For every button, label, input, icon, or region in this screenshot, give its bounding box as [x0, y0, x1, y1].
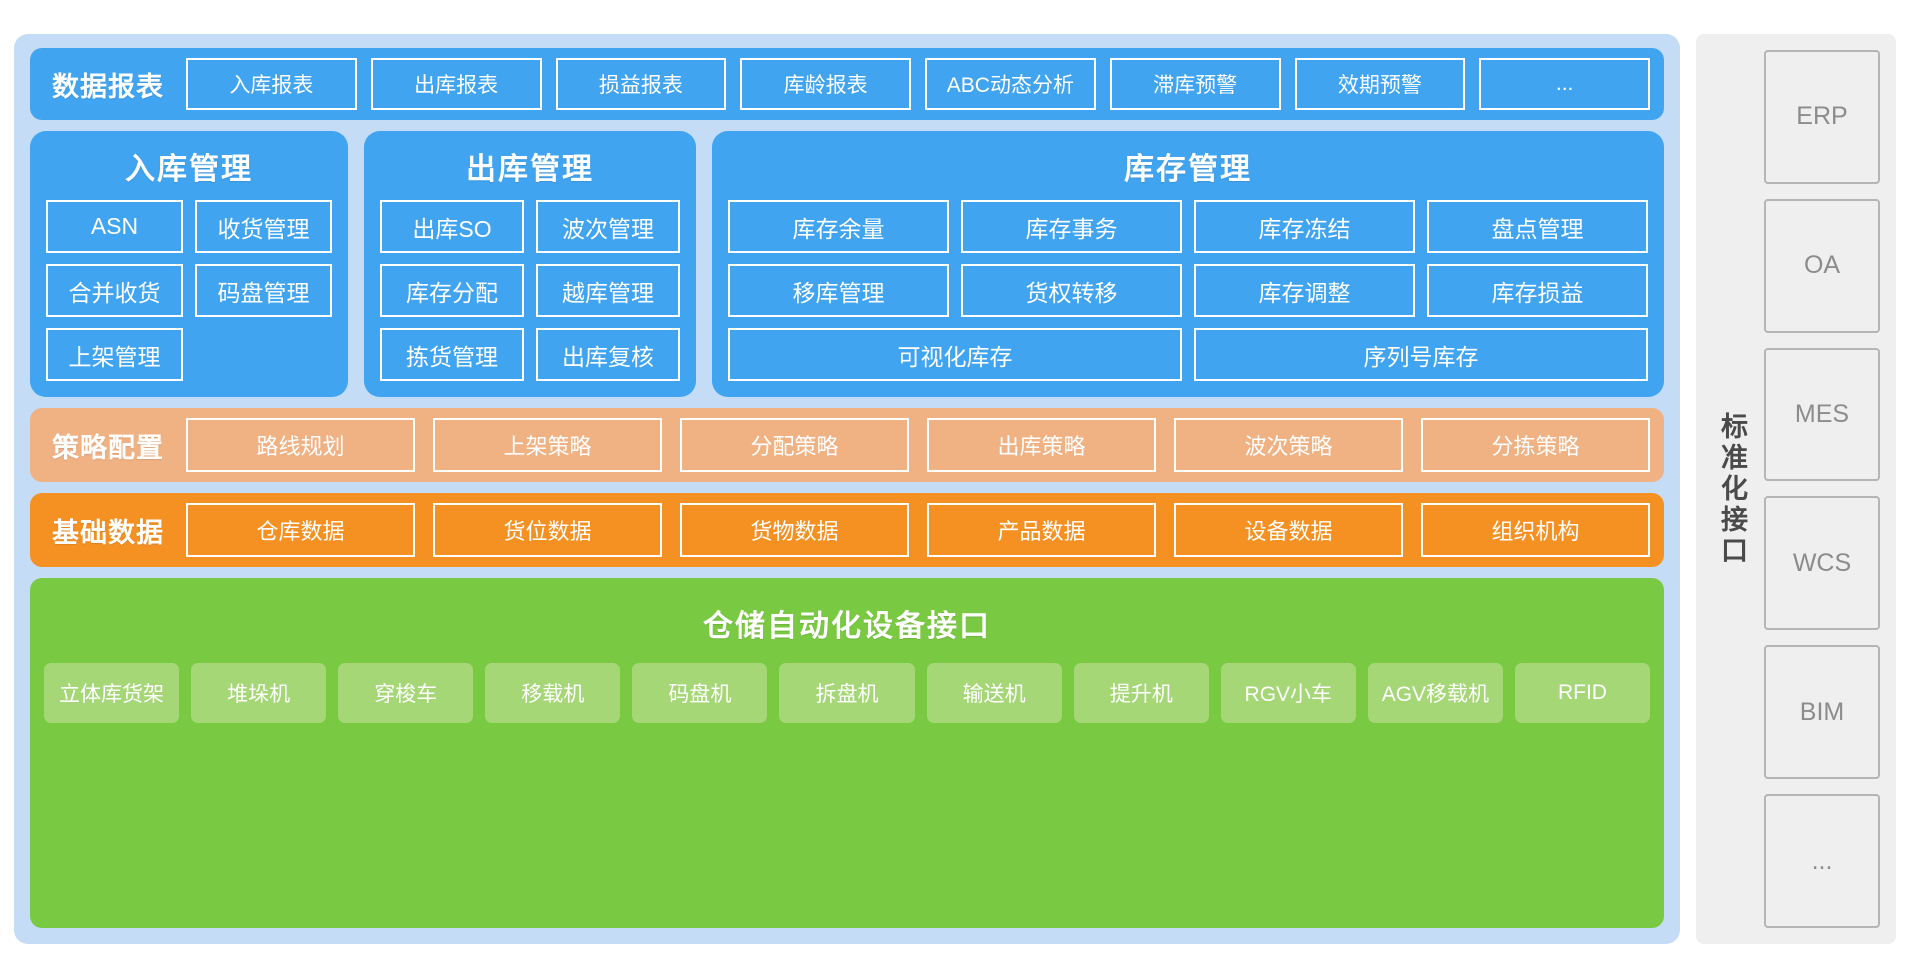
cell-stock-transaction[interactable]: 库存事务: [961, 200, 1182, 253]
report-chip-outbound[interactable]: 出库报表: [370, 58, 542, 110]
module-outbound-grid: 出库SO 波次管理 库存分配 越库管理 拣货管理 出库复核: [380, 200, 680, 381]
basic-chip-equipment-data[interactable]: 设备数据: [1174, 503, 1403, 557]
cell-placeholder: [195, 328, 332, 381]
automation-equipment-title: 仓储自动化设备接口: [703, 610, 991, 643]
basic-chip-product-data[interactable]: 产品数据: [927, 503, 1156, 557]
module-inventory-title: 库存管理: [1124, 153, 1252, 186]
equip-chip-conveyor[interactable]: 输送机: [926, 663, 1062, 723]
cell-stock-freeze[interactable]: 库存冻结: [1194, 200, 1415, 253]
cell-outbound-so[interactable]: 出库SO: [380, 200, 524, 253]
cell-crossdock-management[interactable]: 越库管理: [536, 264, 680, 317]
cell-stock-adjustment[interactable]: 库存调整: [1194, 264, 1415, 317]
cell-stock-move-management[interactable]: 移库管理: [728, 264, 949, 317]
cell-ownership-transfer[interactable]: 货权转移: [961, 264, 1182, 317]
equip-chip-transfer-machine[interactable]: 移载机: [485, 663, 621, 723]
cell-palletizing-management[interactable]: 码盘管理: [195, 264, 332, 317]
grid-row: ASN 收货管理: [46, 200, 332, 253]
interface-item-wcs[interactable]: WCS: [1764, 496, 1880, 631]
module-outbound-management: 出库管理 出库SO 波次管理 库存分配 越库管理 拣货管理 出库复核: [364, 131, 696, 397]
basic-chip-goods-data[interactable]: 货物数据: [680, 503, 909, 557]
standard-interface-panel: 标准化接口 ERP OA MES WCS BIM ...: [1696, 34, 1896, 944]
strategy-chip-route-planning[interactable]: 路线规划: [186, 418, 415, 472]
module-inbound-management: 入库管理 ASN 收货管理 合并收货 码盘管理 上架管理: [30, 131, 348, 397]
cell-picking-management[interactable]: 拣货管理: [380, 328, 524, 381]
main-panel: 数据报表 入库报表 出库报表 损益报表 库龄报表 ABC动态分析 滞库预警 效期…: [14, 34, 1680, 944]
automation-equipment-list: 立体库货架 堆垛机 穿梭车 移载机 码盘机 拆盘机 输送机 提升机 RGV小车 …: [44, 663, 1651, 723]
module-inventory-management: 库存管理 库存余量 库存事务 库存冻结 盘点管理 移库管理 货权转移 库存调整 …: [712, 131, 1664, 397]
interface-item-more[interactable]: ...: [1764, 794, 1880, 928]
cell-visual-inventory[interactable]: 可视化库存: [728, 328, 1182, 381]
cell-wave-management[interactable]: 波次管理: [536, 200, 680, 253]
cell-serial-number-inventory[interactable]: 序列号库存: [1194, 328, 1648, 381]
module-inventory-grid: 库存余量 库存事务 库存冻结 盘点管理 移库管理 货权转移 库存调整 库存损益 …: [728, 200, 1648, 381]
cell-putaway-management[interactable]: 上架管理: [46, 328, 183, 381]
module-inbound-title: 入库管理: [125, 153, 253, 186]
standard-interface-item-list: ERP OA MES WCS BIM ...: [1764, 50, 1880, 928]
module-inbound-grid: ASN 收货管理 合并收货 码盘管理 上架管理: [46, 200, 332, 381]
strategy-chip-outbound[interactable]: 出库策略: [927, 418, 1156, 472]
equip-chip-rgv[interactable]: RGV小车: [1220, 663, 1356, 723]
report-chip-expiry-alert[interactable]: 效期预警: [1294, 58, 1466, 110]
strategy-config-title: 策略配置: [52, 432, 164, 463]
cell-outbound-review[interactable]: 出库复核: [536, 328, 680, 381]
basic-data-chip-list: 仓库数据 货位数据 货物数据 产品数据 设备数据 组织机构: [186, 503, 1650, 557]
strategy-chip-sorting[interactable]: 分拣策略: [1421, 418, 1650, 472]
interface-item-mes[interactable]: MES: [1764, 347, 1880, 482]
equip-chip-rfid[interactable]: RFID: [1514, 663, 1651, 723]
cell-stocktaking-management[interactable]: 盘点管理: [1427, 200, 1648, 253]
equip-chip-lift[interactable]: 提升机: [1073, 663, 1209, 723]
report-chip-more[interactable]: ...: [1479, 58, 1650, 110]
report-chip-stock-age[interactable]: 库龄报表: [740, 58, 911, 110]
basic-chip-organization[interactable]: 组织机构: [1421, 503, 1650, 557]
equip-chip-asrs-rack[interactable]: 立体库货架: [44, 663, 180, 723]
interface-item-erp[interactable]: ERP: [1764, 50, 1880, 184]
equip-chip-shuttle[interactable]: 穿梭车: [338, 663, 474, 723]
grid-row: 出库SO 波次管理: [380, 200, 680, 253]
equip-chip-stacker-crane[interactable]: 堆垛机: [191, 663, 327, 723]
cell-stock-balance[interactable]: 库存余量: [728, 200, 949, 253]
standard-interface-label: 标准化接口: [1716, 411, 1747, 567]
equip-chip-depalletizer[interactable]: 拆盘机: [779, 663, 915, 723]
strategy-chip-list: 路线规划 上架策略 分配策略 出库策略 波次策略 分拣策略: [186, 418, 1650, 472]
strategy-chip-allocation[interactable]: 分配策略: [680, 418, 909, 472]
report-chip-abc-analysis[interactable]: ABC动态分析: [925, 58, 1096, 110]
strategy-config-band: 策略配置 路线规划 上架策略 分配策略 出库策略 波次策略 分拣策略: [30, 408, 1664, 482]
grid-row: 拣货管理 出库复核: [380, 328, 680, 381]
grid-row: 库存余量 库存事务 库存冻结 盘点管理: [728, 200, 1648, 253]
modules-row: 入库管理 ASN 收货管理 合并收货 码盘管理 上架管理: [30, 131, 1664, 397]
interface-item-oa[interactable]: OA: [1764, 198, 1880, 333]
grid-row: 可视化库存 序列号库存: [728, 328, 1648, 381]
basic-chip-warehouse-data[interactable]: 仓库数据: [186, 503, 415, 557]
grid-row: 库存分配 越库管理: [380, 264, 680, 317]
basic-data-title: 基础数据: [52, 517, 164, 548]
grid-row: 移库管理 货权转移 库存调整 库存损益: [728, 264, 1648, 317]
interface-item-bim[interactable]: BIM: [1764, 645, 1880, 780]
cell-receiving-management[interactable]: 收货管理: [195, 200, 332, 253]
report-chip-stagnation-alert[interactable]: 滞库预警: [1109, 58, 1281, 110]
data-report-chip-list: 入库报表 出库报表 损益报表 库龄报表 ABC动态分析 滞库预警 效期预警 ..…: [186, 58, 1650, 110]
module-outbound-title: 出库管理: [466, 153, 594, 186]
basic-data-band: 基础数据 仓库数据 货位数据 货物数据 产品数据 设备数据 组织机构: [30, 493, 1664, 567]
cell-stock-profit-loss[interactable]: 库存损益: [1427, 264, 1648, 317]
cell-asn[interactable]: ASN: [46, 200, 183, 253]
report-chip-profit-loss[interactable]: 损益报表: [555, 58, 727, 110]
equip-chip-palletizer[interactable]: 码盘机: [632, 663, 768, 723]
strategy-chip-putaway[interactable]: 上架策略: [433, 418, 662, 472]
cell-merge-receiving[interactable]: 合并收货: [46, 264, 183, 317]
basic-chip-location-data[interactable]: 货位数据: [433, 503, 662, 557]
grid-row: 上架管理: [46, 328, 332, 381]
report-chip-inbound[interactable]: 入库报表: [186, 58, 357, 110]
grid-row: 合并收货 码盘管理: [46, 264, 332, 317]
automation-equipment-band: 仓储自动化设备接口 立体库货架 堆垛机 穿梭车 移载机 码盘机 拆盘机 输送机 …: [30, 578, 1664, 928]
data-report-band: 数据报表 入库报表 出库报表 损益报表 库龄报表 ABC动态分析 滞库预警 效期…: [30, 48, 1664, 120]
cell-stock-allocation[interactable]: 库存分配: [380, 264, 524, 317]
equip-chip-agv[interactable]: AGV移载机: [1367, 663, 1503, 723]
strategy-chip-wave[interactable]: 波次策略: [1174, 418, 1403, 472]
data-report-title: 数据报表: [52, 71, 164, 102]
